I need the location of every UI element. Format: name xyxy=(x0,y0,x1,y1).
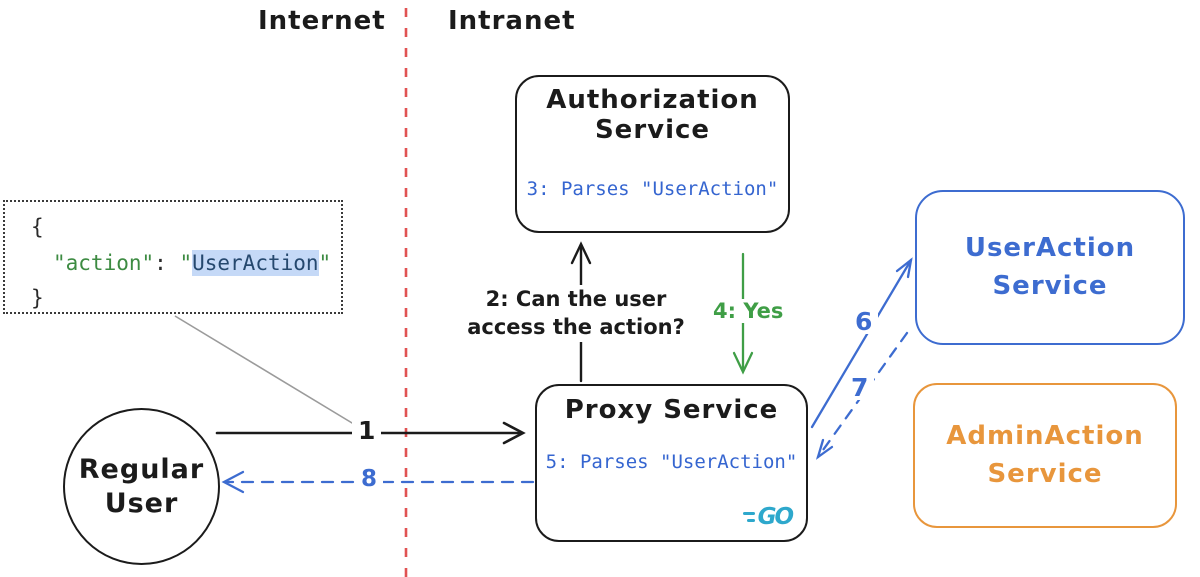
json-close-brace: } xyxy=(31,286,44,311)
edge-label-step2-line2: access the action? xyxy=(467,315,685,340)
useraction-service-title: UserAction Service xyxy=(917,192,1183,343)
json-callout-line xyxy=(174,315,363,430)
regular-user-label-line2: User xyxy=(104,487,179,519)
json-colon: : xyxy=(154,250,180,275)
useraction-title-line1: UserAction xyxy=(964,232,1136,263)
useraction-title-line2: Service xyxy=(992,270,1108,301)
edge-label-step2: 2: Can the user access the action? xyxy=(462,285,690,342)
edge-label-step7: 7 xyxy=(845,375,875,400)
authorization-service-title: Authorization Service xyxy=(546,85,759,145)
arrow-step8-proxy-to-user xyxy=(221,470,535,494)
node-proxy-service: Proxy Service 5: Parses "UserAction" GO xyxy=(535,384,808,542)
json-close-quote: " xyxy=(318,250,332,275)
node-regular-user: Regular User xyxy=(63,408,220,565)
json-line-open: { xyxy=(31,210,341,246)
regular-user-label-line1: Regular xyxy=(78,453,205,485)
authorization-service-step3-text: 3: Parses "UserAction" xyxy=(526,178,779,200)
node-useraction-service: UserAction Service xyxy=(915,190,1185,345)
adminaction-service-title: AdminAction Service xyxy=(915,385,1175,526)
adminaction-title-line2: Service xyxy=(987,458,1103,489)
go-logo-text: GO xyxy=(757,504,794,530)
json-payload-snippet: { "action": "UserAction" } xyxy=(3,200,343,314)
json-line-close: } xyxy=(31,281,341,317)
node-authorization-service: Authorization Service 3: Parses "UserAct… xyxy=(515,75,790,233)
json-line-action: "action": "UserAction" xyxy=(31,246,341,282)
json-key-action: "action" xyxy=(53,250,155,275)
go-logo: GO xyxy=(742,504,794,530)
node-adminaction-service: AdminAction Service xyxy=(913,383,1177,528)
json-value-useraction: UserAction xyxy=(192,249,319,276)
proxy-service-step5-text: 5: Parses "UserAction" xyxy=(545,451,798,473)
arrow-step6-proxy-to-useraction xyxy=(810,257,913,429)
proxy-service-title: Proxy Service xyxy=(564,395,779,425)
edge-label-step6: 6 xyxy=(849,309,879,334)
go-logo-speed-lines-icon xyxy=(742,512,755,522)
zone-label-intranet: Intranet xyxy=(448,6,576,36)
json-open-brace: { xyxy=(31,215,44,239)
zone-label-internet: Internet xyxy=(258,6,386,36)
edge-label-step8: 8 xyxy=(355,468,384,491)
adminaction-title-line1: AdminAction xyxy=(946,420,1144,451)
edge-label-step2-line1: 2: Can the user xyxy=(485,287,667,311)
edge-label-step4: 4: Yes xyxy=(708,299,789,323)
json-open-quote: " xyxy=(179,250,193,275)
edge-label-step1: 1 xyxy=(352,418,382,443)
